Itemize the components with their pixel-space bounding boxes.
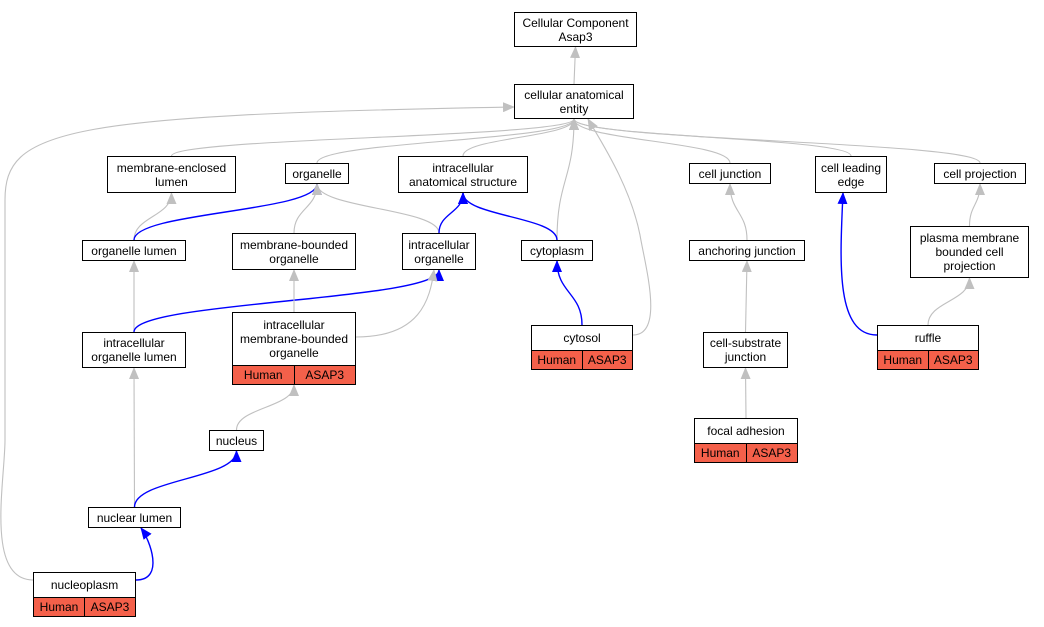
edge-cytosol-to-cae bbox=[587, 118, 652, 336]
annotation-gene: ASAP3 bbox=[293, 366, 356, 384]
node-nl[interactable]: nuclear lumen bbox=[88, 507, 181, 528]
annotation-row: Human ASAP3 bbox=[878, 350, 978, 369]
edge-csj-to-aj bbox=[741, 260, 752, 333]
node-label: membrane-enclosed lumen bbox=[116, 160, 227, 189]
node-iol[interactable]: intracellular organelle lumen bbox=[82, 332, 186, 368]
edge-mel-to-cae bbox=[170, 118, 579, 157]
annotation-row: Human ASAP3 bbox=[233, 365, 355, 384]
annotation-gene: ASAP3 bbox=[927, 351, 979, 369]
edge-nucleus-to-imbo bbox=[235, 384, 299, 431]
edge-ruffle-to-cle bbox=[837, 192, 878, 336]
node-aj[interactable]: anchoring junction bbox=[689, 240, 805, 261]
node-label: cytosol bbox=[563, 331, 601, 345]
node-label: organelle bbox=[292, 166, 342, 181]
node-label: cytoplasm bbox=[529, 243, 585, 258]
node-label: intracellular anatomical structure bbox=[408, 160, 518, 189]
node-mbo[interactable]: membrane-bounded organelle bbox=[232, 233, 356, 270]
edge-ruffle-to-pmbcp bbox=[927, 277, 975, 326]
edge-iol-to-io bbox=[133, 269, 444, 333]
annotation-gene: ASAP3 bbox=[745, 444, 798, 462]
node-label: nucleoplasm bbox=[50, 578, 119, 592]
annotation-row: Human ASAP3 bbox=[532, 350, 632, 369]
node-label: cellular anatomical entity bbox=[524, 87, 624, 116]
node-label: cell leading edge bbox=[820, 160, 882, 189]
edge-nl-to-iol bbox=[129, 367, 140, 508]
annotation-gene: ASAP3 bbox=[581, 351, 633, 369]
edge-cytosol-to-cyto bbox=[552, 260, 583, 326]
edge-org-to-cae bbox=[316, 118, 579, 164]
edge-ol-to-org bbox=[133, 183, 322, 241]
node-label: membrane-bounded organelle bbox=[239, 237, 349, 266]
edge-fa-to-csj bbox=[740, 367, 751, 419]
node-label: organelle lumen bbox=[91, 243, 177, 258]
annotation-species: Human bbox=[883, 353, 923, 367]
annotation-row: Human ASAP3 bbox=[695, 443, 797, 462]
node-nucleus[interactable]: nucleus bbox=[209, 430, 264, 451]
node-label: intracellular organelle lumen bbox=[91, 336, 177, 364]
annotation-species: Human bbox=[537, 353, 577, 367]
node-label: nucleus bbox=[215, 433, 258, 448]
node-label: cell projection bbox=[943, 166, 1017, 181]
node-label: plasma membrane bounded cell projection bbox=[919, 231, 1020, 273]
node-mel[interactable]: membrane-enclosed lumen bbox=[107, 156, 236, 193]
edge-io-to-ias bbox=[438, 192, 468, 234]
edge-nl-to-nucleus bbox=[133, 450, 242, 508]
edge-pmbcp-to-cp bbox=[968, 183, 985, 227]
node-label: intracellular membrane-bounded organelle bbox=[239, 318, 349, 360]
node-label: intracellular organelle bbox=[408, 237, 470, 266]
node-label: cell junction bbox=[698, 166, 762, 181]
annotation-species: Human bbox=[39, 600, 79, 614]
node-root[interactable]: Cellular Component Asap3 bbox=[514, 12, 637, 47]
node-cyto[interactable]: cytoplasm bbox=[521, 240, 593, 261]
node-label: anchoring junction bbox=[698, 243, 796, 258]
node-pmbcp[interactable]: plasma membrane bounded cell projection bbox=[910, 226, 1029, 278]
node-cae[interactable]: cellular anatomical entity bbox=[514, 84, 634, 119]
edge-aj-to-cj bbox=[725, 183, 748, 241]
annotation-row: Human ASAP3 bbox=[34, 597, 135, 616]
node-label: Cellular Component Asap3 bbox=[522, 15, 629, 44]
edge-cae-to-root bbox=[570, 46, 581, 85]
node-label: ruffle bbox=[914, 331, 942, 345]
edge-cp-to-cae bbox=[569, 118, 981, 164]
edge-np-to-nl bbox=[135, 527, 154, 581]
edge-io-to-org bbox=[312, 183, 440, 234]
node-label: nuclear lumen bbox=[96, 510, 173, 525]
node-label: focal adhesion bbox=[707, 424, 785, 438]
node-cj[interactable]: cell junction bbox=[689, 163, 771, 184]
node-ol[interactable]: organelle lumen bbox=[82, 240, 186, 261]
node-ias[interactable]: intracellular anatomical structure bbox=[398, 156, 528, 193]
edge-mbo-to-org bbox=[293, 183, 322, 234]
annotation-species: Human bbox=[243, 368, 283, 382]
edge-cyto-to-ias bbox=[458, 192, 558, 241]
annotation-gene: ASAP3 bbox=[84, 598, 135, 616]
annotation-species: Human bbox=[700, 446, 740, 460]
edge-cj-to-cae bbox=[569, 118, 731, 164]
edge-cyto-to-cae bbox=[556, 118, 579, 241]
node-cle[interactable]: cell leading edge bbox=[815, 156, 887, 193]
edge-np-to-cae bbox=[0, 102, 515, 581]
edge-ol-to-mel bbox=[133, 192, 177, 241]
node-csj[interactable]: cell-substrate junction bbox=[703, 332, 788, 368]
node-org[interactable]: organelle bbox=[285, 163, 349, 184]
node-cp[interactable]: cell projection bbox=[934, 163, 1026, 184]
node-io[interactable]: intracellular organelle bbox=[402, 233, 476, 270]
node-label: cell-substrate junction bbox=[709, 336, 782, 364]
edge-imbo-to-io bbox=[355, 269, 438, 338]
node-imbo[interactable]: intracellular membrane-bounded organelle… bbox=[232, 312, 356, 385]
